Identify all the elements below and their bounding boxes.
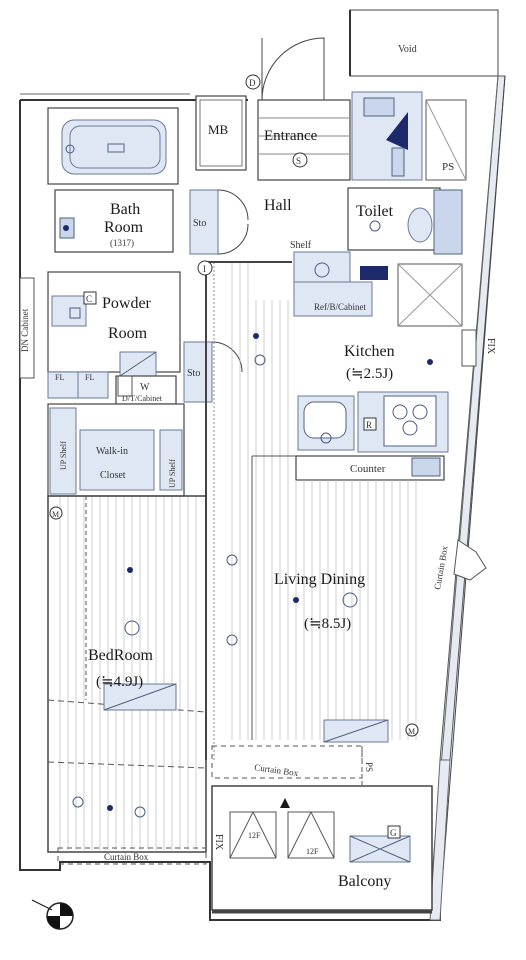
label-curtain-box-mid: Curtain Box xyxy=(254,762,300,778)
label-ac-1: 12F xyxy=(248,831,261,840)
marker-d: D xyxy=(249,78,256,88)
label-kitchen: Kitchen xyxy=(344,343,395,360)
room-labels: Void MB Entrance PS Bath Room (1317) Hal… xyxy=(20,44,496,890)
marker-i: I xyxy=(203,264,206,274)
label-curtain-box-bottom: Curtain Box xyxy=(104,852,149,862)
toilet xyxy=(347,187,463,255)
balcony xyxy=(211,785,433,914)
label-ps-top: PS xyxy=(442,161,454,173)
ceiling-lights xyxy=(72,333,433,818)
label-w-cabinet: D/T/Cabinet xyxy=(122,394,163,403)
marker-g: G xyxy=(390,828,397,838)
label-living-size: (≒8.5J) xyxy=(304,616,351,632)
fixture-markers: D S I C R M M G xyxy=(49,74,419,839)
mb-closet xyxy=(195,95,247,171)
walkin-closet xyxy=(47,403,185,497)
outer-walls xyxy=(19,9,506,921)
label-bath-2: Room xyxy=(104,219,144,236)
label-bath-size: (1317) xyxy=(110,238,134,248)
label-counter: Counter xyxy=(350,463,386,475)
label-void: Void xyxy=(398,44,417,55)
label-bedroom: BedRoom xyxy=(88,647,153,664)
living-floor xyxy=(231,262,417,740)
label-w: W xyxy=(140,382,150,393)
label-sto-2: Sto xyxy=(187,368,200,379)
label-ref-cabinet: Ref/B/Cabinet xyxy=(314,302,366,312)
label-shelf: Shelf xyxy=(290,240,312,251)
label-up-shelf-2: UP Shelf xyxy=(168,459,177,488)
marker-m-1: M xyxy=(52,510,59,519)
label-fl-1: FL xyxy=(55,373,64,382)
hall-storage xyxy=(189,189,388,289)
label-powder-1: Powder xyxy=(102,295,152,312)
label-powder-2: Room xyxy=(108,325,148,342)
entrance xyxy=(257,37,467,181)
label-fl-2: FL xyxy=(85,373,94,382)
label-curtain-box-right: Curtain Box xyxy=(432,545,450,591)
label-mb: MB xyxy=(208,122,229,137)
label-sto-1: Sto xyxy=(193,218,206,229)
label-dn-cabinet: DN Cabinet xyxy=(20,308,30,352)
marker-c: C xyxy=(86,294,92,304)
label-bath-1: Bath xyxy=(110,201,140,218)
label-ac-2: 12F xyxy=(306,847,319,856)
bedroom-floor xyxy=(59,496,197,850)
label-kitchen-size: (≒2.5J) xyxy=(346,366,393,382)
label-walkin-2: Closet xyxy=(100,470,126,481)
marker-m-2: M xyxy=(408,727,415,736)
bedroom-walls xyxy=(47,495,207,853)
label-walkin-1: Walk-in xyxy=(96,446,128,457)
label-up-shelf-1: UP Shelf xyxy=(59,441,68,470)
label-balcony: Balcony xyxy=(338,873,391,890)
hall-storage-2 xyxy=(183,341,243,403)
label-living: Living Dining xyxy=(274,571,365,588)
powder-room xyxy=(19,271,181,405)
bath-room xyxy=(47,107,179,253)
label-fix-bottom: FIX xyxy=(213,834,224,851)
label-entrance: Entrance xyxy=(264,128,318,144)
marker-r: R xyxy=(366,420,372,430)
label-hall: Hall xyxy=(264,197,292,214)
label-fix-right: FIX xyxy=(485,338,496,355)
label-ps-bottom: PS xyxy=(364,762,374,772)
label-bedroom-size: (≒4.9J) xyxy=(96,674,143,690)
label-toilet: Toilet xyxy=(356,203,394,220)
marker-s: S xyxy=(296,156,301,166)
compass-icon xyxy=(31,899,74,930)
kitchen xyxy=(293,263,463,481)
